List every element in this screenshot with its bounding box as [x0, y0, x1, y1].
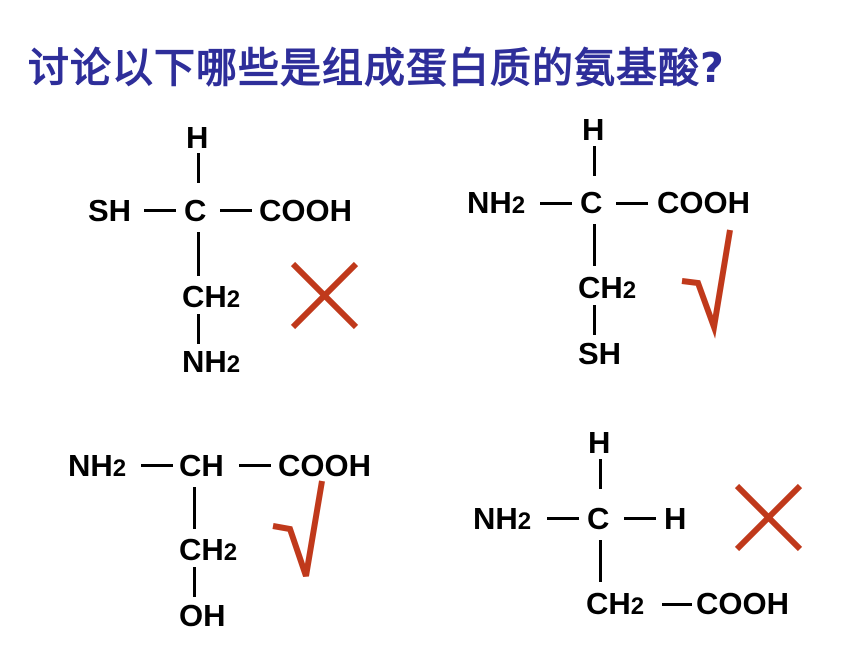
- m1-bond-right: [220, 209, 252, 212]
- m2-right-group: COOH: [657, 185, 750, 220]
- m1-top-h: H: [186, 120, 209, 155]
- m4-chain1-right: COOH: [696, 586, 789, 621]
- m1-bond-left: [144, 209, 176, 212]
- m2-bond-right: [616, 202, 648, 205]
- m3-center-ch: CH: [179, 448, 224, 483]
- m3-bond-left: [141, 464, 173, 467]
- m3-bond-right: [239, 464, 271, 467]
- m4-bond-right: [624, 517, 656, 520]
- m3-bond-down: [193, 487, 196, 529]
- m1-chain1: CH2: [182, 279, 241, 314]
- m3-right-group: COOH: [278, 448, 371, 483]
- m1-left-group: SH: [88, 193, 132, 228]
- cross-mark-icon: [290, 261, 359, 330]
- m2-chain2: SH: [578, 336, 622, 371]
- m4-bond-chain-right: [662, 603, 692, 606]
- page-title: 讨论以下哪些是组成蛋白质的氨基酸?: [28, 44, 725, 92]
- m3-chain1: CH2: [179, 532, 238, 567]
- m2-bond-down2: [593, 305, 596, 335]
- m2-left-group: NH2: [467, 185, 526, 220]
- m2-bond-down: [593, 224, 596, 266]
- m4-chain1: CH2: [586, 586, 645, 621]
- m2-bond-left: [540, 202, 572, 205]
- check-mark-icon: [681, 229, 733, 339]
- m4-center-c: C: [587, 501, 610, 536]
- m2-top-h: H: [582, 112, 605, 147]
- m1-bond-down: [197, 232, 200, 276]
- m1-bond-top: [197, 153, 200, 183]
- m4-right-h: H: [664, 501, 687, 536]
- m2-chain1: CH2: [578, 270, 637, 305]
- m4-top-h: H: [588, 425, 611, 460]
- m4-bond-top: [599, 459, 602, 489]
- cross-mark-icon: [734, 483, 803, 552]
- m3-bond-down2: [193, 567, 196, 597]
- m1-center-c: C: [184, 193, 207, 228]
- m1-bond-down2: [197, 314, 200, 344]
- m1-right-group: COOH: [259, 193, 352, 228]
- m3-chain2: OH: [179, 598, 226, 633]
- m4-left-group: NH2: [473, 501, 532, 536]
- m2-bond-top: [593, 146, 596, 176]
- m2-center-c: C: [580, 185, 603, 220]
- m4-bond-left: [547, 517, 579, 520]
- check-mark-icon: [272, 480, 325, 577]
- m1-chain2: NH2: [182, 344, 241, 379]
- m4-bond-down: [599, 540, 602, 582]
- m3-left-group: NH2: [68, 448, 127, 483]
